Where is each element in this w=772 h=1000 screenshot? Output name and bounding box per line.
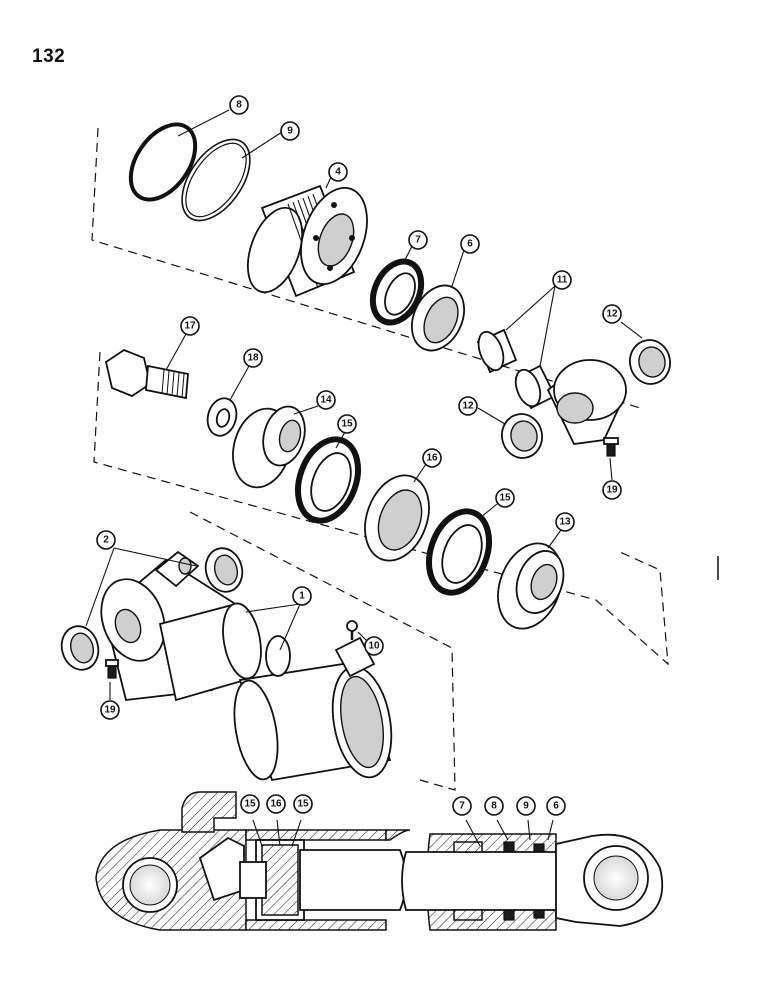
callout-15-section-a: 15	[240, 794, 260, 814]
callout-14: 14	[316, 390, 336, 410]
callout-15-front: 15	[337, 414, 357, 434]
bushing-part-12-lower	[501, 413, 543, 459]
callout-18: 18	[243, 348, 263, 368]
bushing-part-12-upper	[629, 339, 671, 385]
callout-label: 10	[368, 641, 380, 652]
piston-part-14	[232, 405, 306, 489]
callout-7-section: 7	[452, 796, 472, 816]
callout-19-rod: 19	[602, 480, 622, 500]
callout-label: 16	[270, 799, 282, 810]
callout-15-rear: 15	[495, 488, 515, 508]
callout-label: 1	[299, 591, 305, 602]
callout-label: 9	[523, 801, 529, 812]
callout-label: 6	[553, 801, 559, 812]
callout-13: 13	[555, 512, 575, 532]
piston-seal-part-15-front	[295, 436, 361, 524]
callout-label: 14	[320, 395, 332, 406]
callout-4: 4	[328, 162, 348, 182]
callout-6-top: 6	[460, 234, 480, 254]
sectional-view-base-end	[95, 791, 411, 931]
bushing-part-2-right	[204, 547, 244, 593]
callout-label: 7	[415, 235, 421, 246]
cylinder-barrel-part-1	[100, 550, 393, 782]
wear-ring-part-16	[364, 474, 430, 562]
callout-label: 11	[557, 275, 568, 286]
assembly-guide-middle	[93, 351, 669, 666]
callout-16: 16	[422, 448, 442, 468]
callout-label: 19	[104, 705, 116, 716]
callout-label: 8	[236, 100, 242, 111]
callout-1: 1	[292, 586, 312, 606]
callout-19-base: 19	[100, 700, 120, 720]
callout-label: 18	[247, 353, 259, 364]
callout-label: 13	[559, 517, 571, 528]
callout-7-top: 7	[408, 230, 428, 250]
backup-ring-part-9	[181, 138, 251, 222]
piston-part-13	[497, 542, 565, 630]
rod-seal-part-6	[411, 284, 465, 352]
callout-12-upper: 12	[602, 304, 622, 324]
callout-11: 11	[552, 270, 572, 290]
callout-label: 4	[335, 167, 341, 178]
callout-label: 6	[467, 239, 473, 250]
piston-seal-part-15-rear	[426, 508, 492, 596]
grease-fitting-part-19-base	[105, 659, 119, 679]
callout-10: 10	[364, 636, 384, 656]
callout-label: 16	[426, 453, 438, 464]
callout-label: 15	[499, 493, 511, 504]
snap-ring-part-8	[128, 122, 198, 202]
callout-label: 15	[341, 419, 353, 430]
wiper-seal-part-7	[369, 258, 425, 326]
pin-part-11	[476, 328, 557, 410]
bushing-part-2-left	[60, 625, 100, 671]
callout-16-section: 16	[266, 794, 286, 814]
cylinder-head-part-4	[246, 184, 368, 298]
rod-eye	[546, 359, 628, 445]
callout-17: 17	[180, 316, 200, 336]
callout-12-lower: 12	[458, 396, 478, 416]
screw-part-10	[346, 620, 358, 640]
callout-9-top: 9	[280, 121, 300, 141]
callout-leaders	[85, 109, 643, 847]
callout-label: 9	[287, 126, 293, 137]
washer-part-18	[206, 397, 238, 437]
callout-2: 2	[96, 530, 116, 550]
assembly-guide-lower	[189, 511, 456, 791]
callout-label: 17	[184, 321, 196, 332]
grease-fitting-part-19-rod	[603, 437, 619, 457]
callout-label: 12	[462, 401, 474, 412]
callout-8-section: 8	[484, 796, 504, 816]
callout-label: 15	[244, 799, 256, 810]
callout-label: 19	[606, 485, 618, 496]
sectional-view-rod-end	[401, 833, 664, 931]
callout-label: 2	[103, 535, 109, 546]
callout-15-section-b: 15	[293, 794, 313, 814]
callout-label: 7	[459, 801, 465, 812]
callout-9-section: 9	[516, 796, 536, 816]
callout-label: 12	[606, 309, 618, 320]
page-number: 132	[32, 46, 66, 67]
bolt-part-17	[104, 348, 189, 400]
callout-label: 8	[491, 801, 497, 812]
callout-label: 15	[297, 799, 309, 810]
callout-8-top: 8	[229, 95, 249, 115]
callout-6-section: 6	[546, 796, 566, 816]
assembly-guide-upper	[91, 127, 641, 409]
